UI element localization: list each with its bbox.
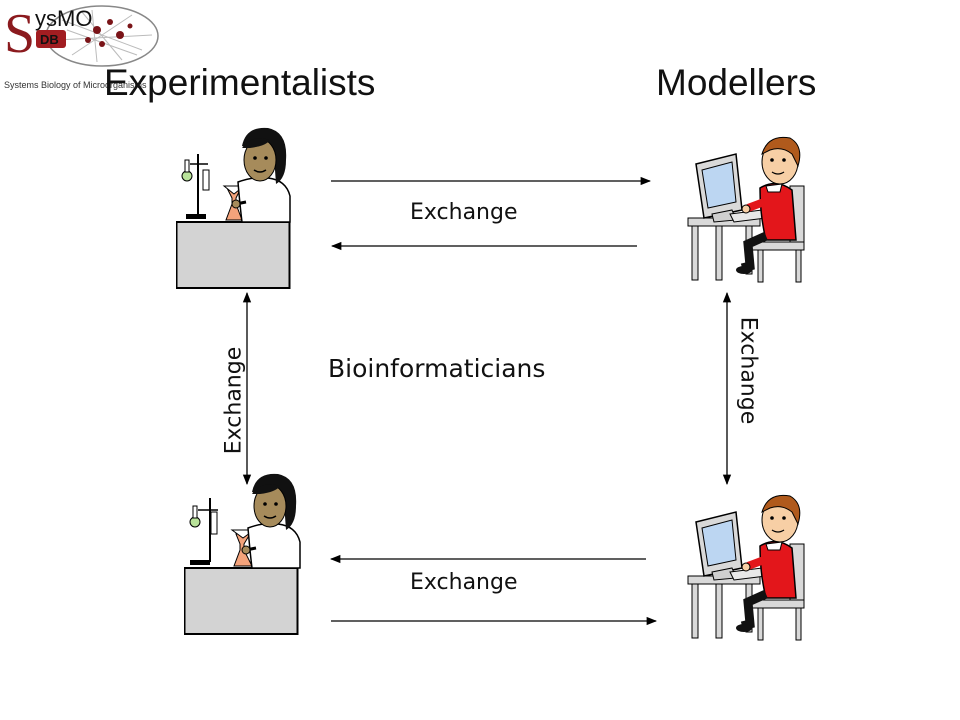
- logo-db: DB: [40, 32, 59, 47]
- exchange-label-left: Exchange: [221, 346, 247, 455]
- exchange-label-bottom: Exchange: [410, 570, 518, 595]
- modeller-bottom-clipart: [687, 494, 805, 641]
- heading-modellers: Modellers: [656, 62, 817, 103]
- experimentalist-top-clipart: [176, 127, 291, 289]
- logo-s: S: [4, 3, 35, 65]
- exchange-label-top: Exchange: [410, 200, 518, 225]
- heading-bioinformaticians: Bioinformaticians: [328, 354, 546, 383]
- experimentalist-bottom-clipart: [184, 473, 301, 635]
- heading-experimentalists: Experimentalists: [104, 62, 376, 103]
- computer-user-icon: [687, 494, 805, 641]
- exchange-label-right: Exchange: [735, 316, 761, 425]
- sysmo-logo-graphic: S ysMO DB: [4, 3, 159, 67]
- logo-tagline: Systems Biology of Microorganisms: [4, 80, 147, 90]
- modeller-top-clipart: [687, 136, 805, 283]
- computer-user-icon: [687, 136, 805, 283]
- sysmo-db-logo: S ysMO DB Systems Biology of Microorgani…: [0, 0, 165, 92]
- lab-person-icon: [176, 127, 291, 289]
- logo-ysmo: ysMO: [35, 6, 92, 31]
- lab-person-icon: [184, 473, 301, 635]
